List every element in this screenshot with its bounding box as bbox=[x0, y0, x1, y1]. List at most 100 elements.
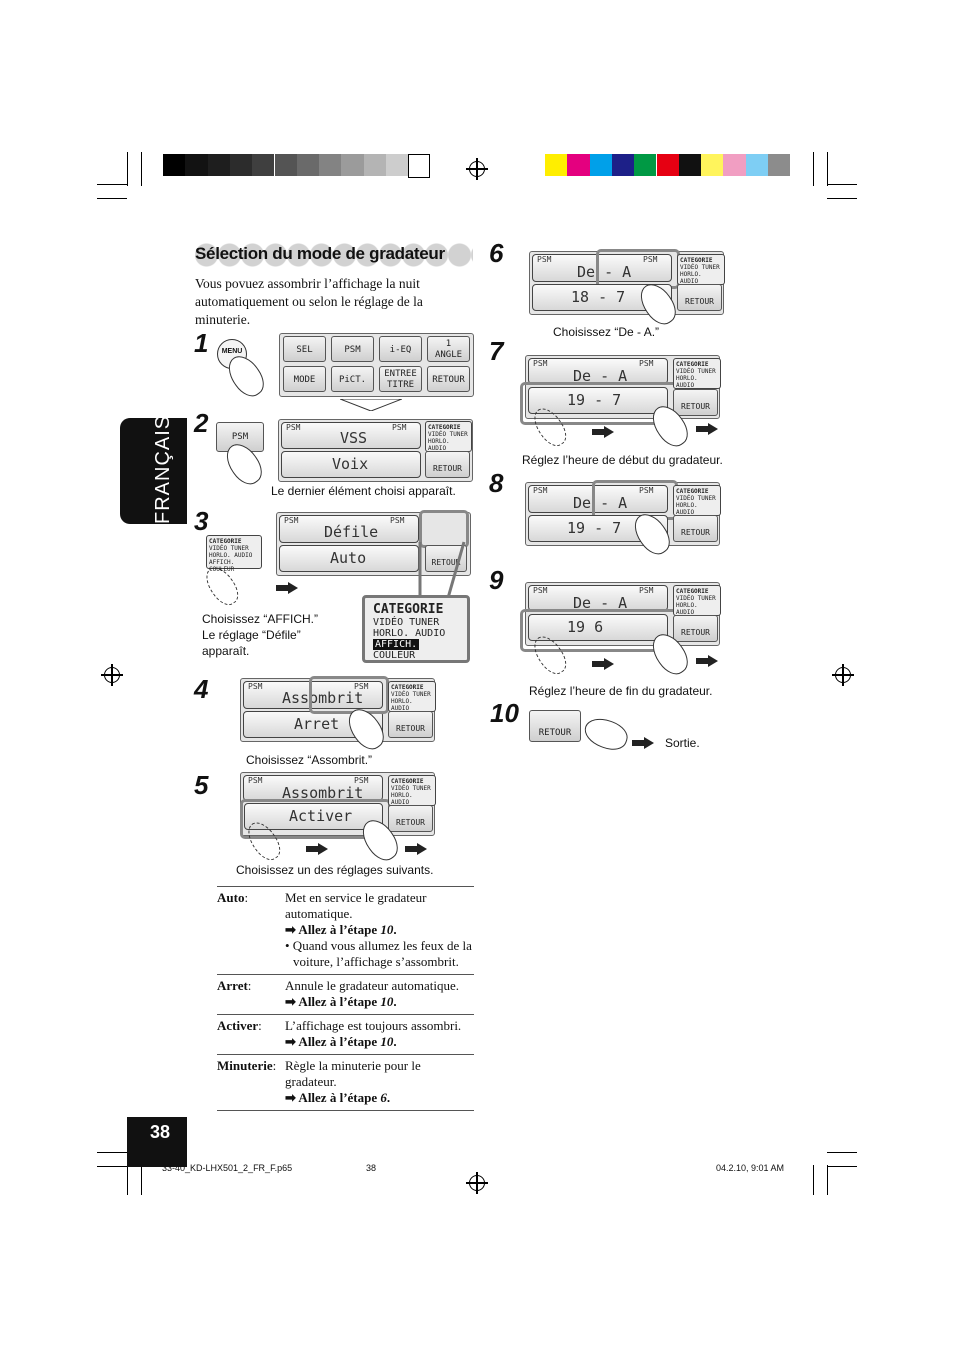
menu-key[interactable]: RETOUR bbox=[427, 366, 470, 392]
page-number: 38 bbox=[150, 1122, 171, 1142]
zoom-connector bbox=[418, 540, 468, 600]
color-swatch bbox=[634, 154, 657, 176]
menu-key[interactable]: 1 ANGLE bbox=[427, 336, 470, 362]
psm-label: PSM bbox=[639, 586, 654, 595]
retour-button[interactable]: RETOUR bbox=[425, 451, 470, 478]
language-tab-label: FRANÇAIS bbox=[152, 414, 174, 524]
option-step: 6 bbox=[380, 1090, 387, 1105]
step-number: 5 bbox=[194, 770, 209, 800]
menu-key[interactable]: i-EQ bbox=[379, 336, 422, 362]
step-number: 4 bbox=[194, 674, 209, 704]
crop-mark bbox=[813, 1165, 814, 1195]
option-goto: ➡ Allez à l’étape 6. bbox=[285, 1090, 391, 1105]
crop-mark bbox=[97, 1152, 127, 1153]
cat-title: CATEGORIE bbox=[391, 684, 424, 691]
lcd-top-text: VSS bbox=[340, 429, 368, 447]
cat-line: VIDÉO TUNER bbox=[428, 431, 468, 438]
option-term: Arret bbox=[217, 978, 248, 993]
lcd-bottom-text: Auto bbox=[330, 549, 367, 567]
retour-button[interactable]: RETOUR bbox=[673, 389, 718, 416]
step10-caption: Sortie. bbox=[665, 736, 700, 750]
lcd-top-text: Assombrit bbox=[282, 784, 364, 802]
step3-caption: Choisissez “AFFICH.” Le réglage “Défile”… bbox=[202, 612, 319, 658]
lcd-bottom-text: 18 - 7 bbox=[571, 288, 626, 306]
gray-swatch bbox=[296, 154, 320, 176]
psm-label: PSM bbox=[639, 486, 654, 495]
step6-caption: Choisissez “De - A.” bbox=[553, 325, 660, 339]
right-arrow-icon bbox=[696, 655, 718, 667]
registration-mark-icon bbox=[101, 664, 123, 686]
lcd-bottom-text: Arret bbox=[294, 715, 340, 733]
cat-title: CATEGORIE bbox=[428, 424, 461, 431]
section-title: Sélection du mode de gradateur bbox=[195, 244, 445, 263]
retour-button[interactable]: RETOUR bbox=[529, 710, 581, 742]
zoom-line3: AFFICH. COULEUR bbox=[365, 639, 467, 661]
retour-button[interactable]: RETOUR bbox=[388, 711, 433, 738]
lcd-bottom-text: 19 6 bbox=[567, 618, 604, 636]
option-desc: L’affichage est toujours assombri. bbox=[285, 1018, 462, 1033]
zoom-title: CATEGORIE bbox=[373, 602, 444, 617]
cat-line: HORLO. AUDIO bbox=[676, 375, 698, 389]
menu-key[interactable]: PiCT. bbox=[331, 366, 374, 392]
selection-highlight bbox=[592, 480, 678, 520]
retour-button[interactable]: RETOUR bbox=[673, 515, 718, 542]
menu-key[interactable]: ENTREE TITRE bbox=[379, 366, 422, 392]
option-row: Auto:Met en service le gradateur automat… bbox=[217, 886, 474, 975]
zoom-couleur: COULEUR bbox=[373, 650, 416, 661]
menu-key[interactable]: PSM bbox=[331, 336, 374, 362]
cat-line: HORLO. AUDIO bbox=[428, 438, 450, 452]
cat-line: HORLO. AUDIO bbox=[391, 792, 413, 806]
retour-label: RETOUR bbox=[396, 818, 425, 827]
lcd-bottom-text: Activer bbox=[289, 807, 353, 825]
page-number-box bbox=[127, 1117, 187, 1167]
menu-key[interactable]: MODE bbox=[283, 366, 326, 392]
zoom-affich: AFFICH. bbox=[373, 639, 420, 650]
retour-label: RETOUR bbox=[396, 724, 425, 733]
color-swatch bbox=[768, 154, 791, 176]
crop-mark bbox=[827, 1165, 828, 1195]
cat-title: CATEGORIE bbox=[676, 361, 709, 368]
option-desc: Règle la minuterie pour le gradateur. bbox=[285, 1058, 421, 1089]
crop-mark bbox=[141, 152, 142, 186]
crop-mark bbox=[827, 152, 828, 186]
step5-caption: Choisissez un des réglages suivants. bbox=[236, 863, 434, 877]
gray-swatch bbox=[274, 154, 297, 176]
psm-label: PSM bbox=[286, 423, 301, 432]
cat-line: VIDÉO TUNER bbox=[676, 595, 716, 602]
cat-line: HORLO. AUDIO bbox=[209, 552, 253, 559]
option-step: 10 bbox=[380, 1034, 394, 1049]
retour-button[interactable]: RETOUR bbox=[673, 615, 718, 642]
retour-label: RETOUR bbox=[538, 728, 572, 738]
psm-label: PSM bbox=[354, 776, 369, 785]
cat-line: AFFICH. COULEUR bbox=[209, 559, 235, 573]
crop-mark bbox=[97, 198, 127, 199]
lcd-top-text: De - A bbox=[573, 594, 628, 612]
step4-caption: Choisissez “Assombrit.” bbox=[246, 753, 373, 767]
cat-line: VIDÉO TUNER bbox=[676, 368, 716, 375]
right-arrow-icon bbox=[696, 423, 718, 435]
lcd-bottom: 19 6 bbox=[528, 614, 668, 641]
cat-title: CATEGORIE bbox=[676, 588, 709, 595]
lcd-top-text: De - A bbox=[577, 263, 632, 281]
cat-line: HORLO. AUDIO bbox=[676, 502, 698, 516]
retour-button[interactable]: RETOUR bbox=[388, 805, 433, 832]
zoom-line2: HORLO. AUDIO bbox=[373, 628, 446, 639]
footer-file: 33-40_KD-LHX501_2_FR_F.p65 bbox=[162, 1163, 293, 1173]
language-tab bbox=[120, 418, 187, 524]
crop-mark bbox=[127, 1165, 128, 1195]
psm-label: PSM bbox=[533, 586, 548, 595]
psm-label: PSM bbox=[284, 516, 299, 525]
crop-mark bbox=[97, 1166, 127, 1167]
right-arrow-icon bbox=[592, 426, 614, 438]
step-number: 3 bbox=[194, 506, 209, 536]
retour-button[interactable]: RETOUR bbox=[677, 284, 722, 311]
lcd-bottom: Auto bbox=[279, 545, 419, 572]
menu-key[interactable]: SEL bbox=[283, 336, 326, 362]
registration-mark-icon bbox=[832, 664, 854, 686]
